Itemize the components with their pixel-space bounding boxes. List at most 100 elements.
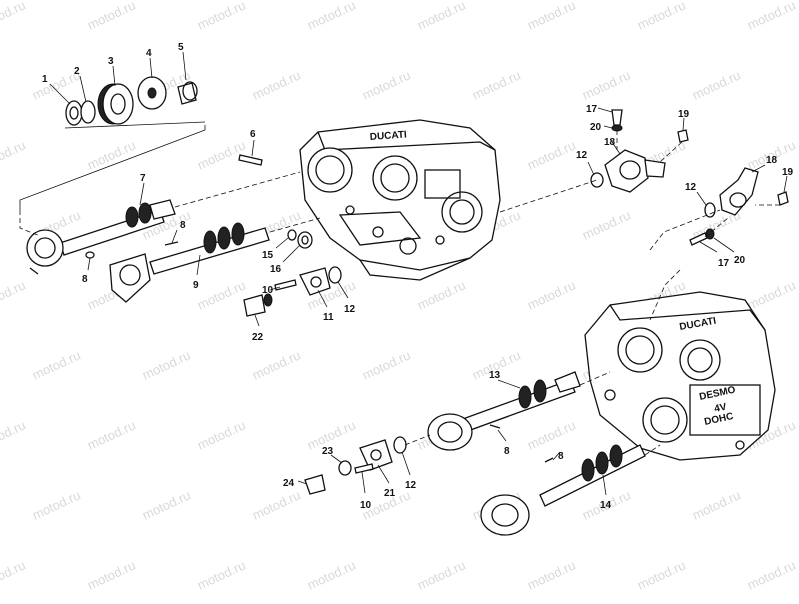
svg-text:11: 11 [323, 312, 334, 323]
callout-3: 3 [108, 56, 116, 87]
watermark-text: motod.ru [690, 487, 743, 522]
watermark-text: motod.ru [85, 417, 138, 452]
watermark-text: motod.ru [415, 0, 468, 33]
callout-20a: 20 [590, 122, 613, 133]
watermark-text: motod.ru [745, 0, 798, 33]
watermark-text: motod.ru [525, 277, 578, 312]
callout-12b: 12 [576, 150, 595, 176]
svg-text:17: 17 [586, 104, 598, 115]
svg-text:16: 16 [270, 264, 282, 275]
svg-text:19: 19 [678, 109, 690, 120]
watermark-text: motod.ru [0, 417, 28, 452]
watermark-text: motod.ru [525, 557, 578, 592]
svg-text:23: 23 [322, 446, 334, 457]
svg-text:12: 12 [344, 304, 356, 315]
watermark-text: motod.ru [470, 67, 523, 102]
watermark-text: motod.ru [140, 487, 193, 522]
svg-text:3: 3 [108, 56, 114, 67]
callout-13: 13 [489, 370, 521, 389]
watermark-text: motod.ru [580, 67, 633, 102]
callout-18a: 18 [604, 137, 621, 155]
camshaft-14 [480, 444, 646, 536]
assembly-bracket [19, 125, 206, 210]
svg-text:19: 19 [782, 167, 794, 178]
callout-17b: 17 [699, 241, 730, 269]
callout-15: 15 [262, 237, 289, 261]
svg-text:21: 21 [384, 488, 396, 499]
watermark-text: motod.ru [745, 557, 798, 592]
svg-text:20: 20 [590, 122, 602, 133]
callout-22: 22 [252, 314, 264, 343]
watermark-text: motod.ru [195, 557, 248, 592]
callout-12d: 12 [401, 451, 417, 491]
watermark-text: motod.ru [250, 487, 303, 522]
svg-text:8: 8 [82, 274, 88, 285]
watermark-text: motod.ru [250, 67, 303, 102]
svg-text:18: 18 [766, 155, 778, 166]
watermark-text: motod.ru [0, 557, 28, 592]
callout-7: 7 [139, 173, 146, 206]
watermark-text: motod.ru [360, 67, 413, 102]
callout-5: 5 [178, 42, 187, 81]
watermark-text: motod.ru [0, 0, 28, 33]
svg-text:9: 9 [193, 280, 199, 291]
watermark-text: motod.ru [745, 277, 798, 312]
callout-8a: 8 [171, 220, 186, 244]
svg-text:12: 12 [576, 150, 588, 161]
watermark-text: motod.ru [195, 277, 248, 312]
watermark-text: motod.ru [195, 0, 248, 33]
callout-14: 14 [600, 474, 612, 511]
svg-text:13: 13 [489, 370, 501, 381]
watermark-text: motod.ru [360, 347, 413, 382]
callout-9: 9 [193, 254, 201, 291]
watermark-text: motod.ru [30, 487, 83, 522]
watermark-text: motod.ru [0, 277, 28, 312]
svg-text:5: 5 [178, 42, 184, 53]
small-parts [85, 109, 789, 495]
callout-1: 1 [42, 74, 71, 105]
svg-text:1: 1 [42, 74, 48, 85]
svg-text:2: 2 [74, 66, 80, 77]
callout-21: 21 [377, 464, 396, 499]
callout-24: 24 [283, 478, 308, 489]
watermark-text: motod.ru [690, 67, 743, 102]
watermark-text: motod.ru [525, 137, 578, 172]
callout-19b: 19 [782, 167, 794, 193]
callout-4: 4 [146, 48, 153, 79]
svg-text:8: 8 [558, 451, 564, 462]
watermark-text: motod.ru [415, 557, 468, 592]
housing-text-lower-3: 4V [713, 402, 728, 415]
camshaft-13 [427, 371, 581, 451]
svg-text:17: 17 [718, 258, 730, 269]
callout-12c: 12 [685, 182, 707, 206]
watermark-text: motod.ru [85, 0, 138, 33]
upper-cylinder-head: DUCATI [299, 119, 501, 281]
callout-17a: 17 [586, 104, 613, 115]
callout-8b: 8 [82, 257, 91, 285]
svg-text:7: 7 [140, 173, 146, 184]
watermark-text: motod.ru [140, 347, 193, 382]
watermark-text: motod.ru [305, 557, 358, 592]
watermark-text: motod.ru [580, 207, 633, 242]
callout-20b: 20 [713, 237, 746, 266]
callout-8d: 8 [552, 451, 564, 462]
watermark-text: motod.ru [635, 0, 688, 33]
svg-text:15: 15 [262, 250, 274, 261]
svg-text:10: 10 [360, 500, 372, 511]
svg-text:12: 12 [685, 182, 697, 193]
watermark-text: motod.ru [30, 347, 83, 382]
svg-text:8: 8 [504, 446, 510, 457]
watermark-text: motod.ru [525, 0, 578, 33]
callout-layer: 1 2 3 4 5 6 7 8 8 8 8 9 10 10 11 12 12 1… [42, 42, 794, 511]
watermark-text: motod.ru [415, 277, 468, 312]
svg-text:10: 10 [262, 285, 274, 296]
svg-text:12: 12 [405, 480, 417, 491]
svg-text:14: 14 [600, 500, 612, 511]
watermark-text: motod.ru [85, 557, 138, 592]
housing-text-upper: DUCATI [369, 129, 407, 143]
callout-16: 16 [270, 244, 301, 275]
assembly-lines [19, 130, 780, 456]
callout-12a: 12 [337, 281, 356, 315]
